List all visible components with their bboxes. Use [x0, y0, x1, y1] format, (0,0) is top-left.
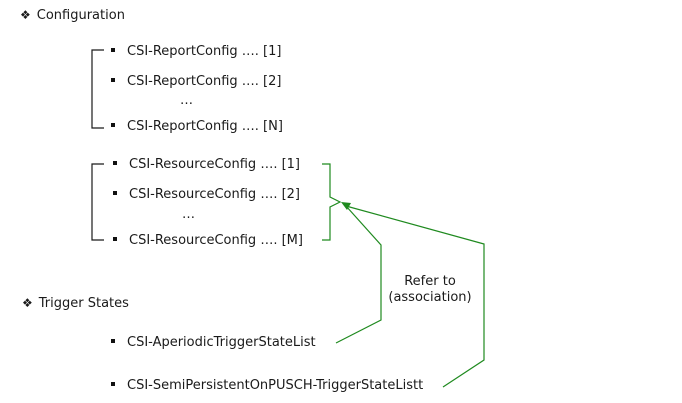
resource-config-ellipsis: … — [182, 207, 195, 222]
report-config-ellipsis: … — [180, 93, 193, 108]
square-bullet-icon — [111, 381, 115, 386]
resource-config-item: CSI-ResourceConfig …. [2] — [113, 187, 300, 203]
aperiodic-trigger-list: CSI-AperiodicTriggerStateList — [111, 335, 316, 351]
resource-config-item: CSI-ResourceConfig …. [1] — [113, 157, 300, 173]
trigger-states-heading: ❖ Trigger States — [22, 295, 129, 312]
report-config-item: CSI-ReportConfig …. [2] — [111, 74, 281, 90]
diamond-bullet-icon: ❖ — [20, 8, 31, 22]
semi-persistent-trigger-list: CSI-SemiPersistentOnPUSCH-TriggerStateLi… — [111, 378, 423, 394]
square-bullet-icon — [113, 190, 117, 195]
square-bullet-icon — [111, 122, 115, 127]
association-note-line1: Refer to — [404, 274, 456, 289]
aperiodic-arrow-line — [335, 205, 382, 344]
arrowhead-icon — [341, 202, 351, 210]
square-bullet-icon — [111, 77, 115, 82]
square-bullet-icon — [111, 338, 115, 343]
semi-persistent-arrow-line — [345, 205, 485, 388]
report-config-item: CSI-ReportConfig …. [N] — [111, 119, 283, 135]
resource-config-item: CSI-ResourceConfig …. [M] — [113, 233, 303, 249]
configuration-title: Configuration — [36, 8, 125, 23]
diamond-bullet-icon: ❖ — [22, 296, 33, 310]
configuration-heading: ❖ Configuration — [20, 7, 125, 24]
resource-config-brace — [322, 163, 342, 241]
square-bullet-icon — [113, 236, 117, 241]
resource-config-bracket — [91, 163, 104, 241]
report-config-item: CSI-ReportConfig …. [1] — [111, 44, 281, 60]
trigger-states-title: Trigger States — [38, 296, 129, 311]
square-bullet-icon — [113, 160, 117, 165]
square-bullet-icon — [111, 47, 115, 52]
report-config-bracket — [91, 49, 104, 129]
association-note-line2: (association) — [388, 290, 472, 305]
